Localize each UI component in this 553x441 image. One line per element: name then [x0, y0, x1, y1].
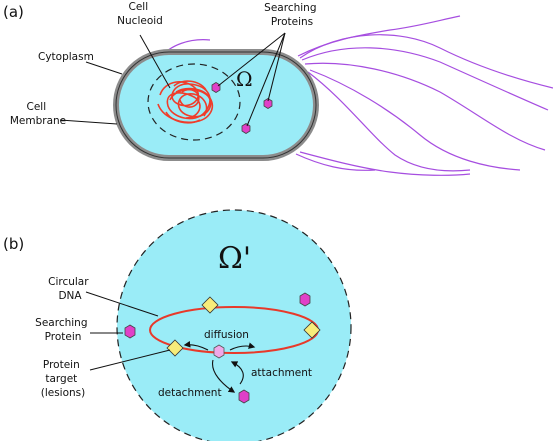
panel-a-label: (a) — [3, 3, 24, 21]
circular-dna-label: Circular DNA — [48, 276, 92, 302]
protein-hexagon — [211, 82, 221, 93]
omega-label: Ω — [236, 67, 253, 91]
protein-hexagon — [124, 324, 136, 339]
nucleoid-dna — [157, 80, 214, 124]
protein-hexagon — [238, 389, 250, 404]
cytoplasm-label: Cytoplasm — [38, 51, 94, 63]
cell-membrane-label: Cell Membrane — [10, 101, 66, 127]
protein-targets — [166, 296, 321, 357]
omega-prime-label: Ω' — [218, 241, 251, 276]
protein-hexagon — [241, 123, 251, 134]
protein-hexagon — [299, 292, 311, 307]
leader-lines-b — [85, 291, 171, 371]
attachment-arrow — [230, 361, 244, 385]
target-diamond — [201, 296, 219, 314]
target-diamond — [303, 321, 321, 339]
target-diamond — [166, 339, 184, 357]
attachment-label: attachment — [251, 367, 312, 379]
cell-outline — [115, 51, 317, 159]
searching-protein-label: Searching Protein — [35, 317, 91, 343]
cell-membrane — [113, 49, 319, 161]
diffusion-label: diffusion — [204, 329, 249, 341]
process-arrows — [183, 340, 256, 393]
cell-nucleoid-label: Cell Nucleoid — [117, 1, 163, 27]
bound-protein — [213, 344, 225, 359]
panel-b-label: (b) — [3, 235, 24, 253]
detachment-arrow — [212, 359, 236, 393]
leader-lines-a — [59, 32, 286, 127]
searching-proteins-label: Searching Proteins — [264, 2, 320, 28]
diffusion-arrow-right — [229, 342, 256, 351]
cell-proteins — [211, 82, 273, 134]
diffusion-arrow-left — [183, 340, 209, 351]
detachment-label: detachment — [158, 387, 222, 399]
flagella — [159, 15, 553, 176]
protein-target-label: Protein target (lesions) — [41, 359, 86, 399]
protein-hexagon — [263, 98, 273, 109]
free-proteins — [124, 292, 311, 404]
nucleoid-boundary — [147, 63, 241, 141]
omega-prime-domain — [116, 209, 352, 441]
